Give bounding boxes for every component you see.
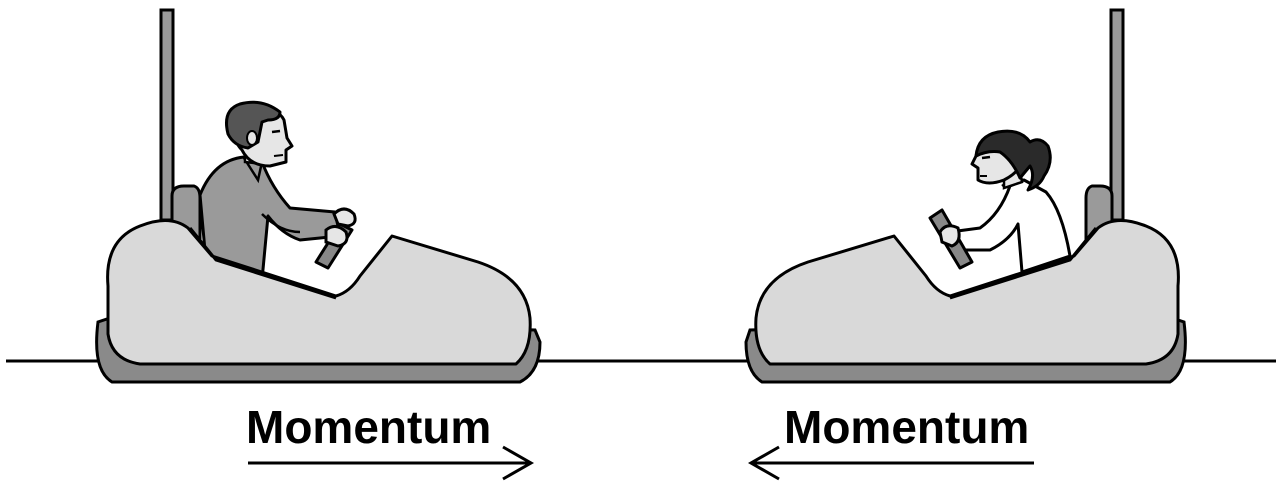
right-arrow-head (747, 445, 780, 481)
left-arrow-head (502, 445, 535, 481)
man-ear (246, 130, 258, 146)
woman-rider (928, 129, 1072, 274)
woman-hair (974, 129, 1052, 192)
man-eye (271, 129, 281, 134)
man-hand-lower (324, 225, 349, 248)
left-momentum-label: Momentum (246, 401, 492, 453)
man-hand-upper (332, 207, 357, 228)
left-car-rim (188, 227, 337, 300)
man-mouth (273, 154, 284, 157)
right-car-rim (949, 227, 1098, 300)
woman-torso (948, 178, 1072, 274)
left-momentum-arrow (248, 445, 535, 481)
man-collar (242, 157, 264, 184)
woman-hand (938, 224, 961, 248)
man-arm (261, 213, 301, 234)
left-car-pole (159, 8, 175, 222)
man-hair (225, 100, 282, 150)
right-momentum-arrow (747, 445, 1034, 481)
right-car-pole (1109, 8, 1125, 222)
right-bumper-car (744, 8, 1187, 384)
woman-eye (981, 155, 991, 160)
man-rider (198, 100, 357, 282)
right-momentum-label: Momentum (784, 401, 1030, 453)
left-bumper-car (95, 8, 542, 384)
